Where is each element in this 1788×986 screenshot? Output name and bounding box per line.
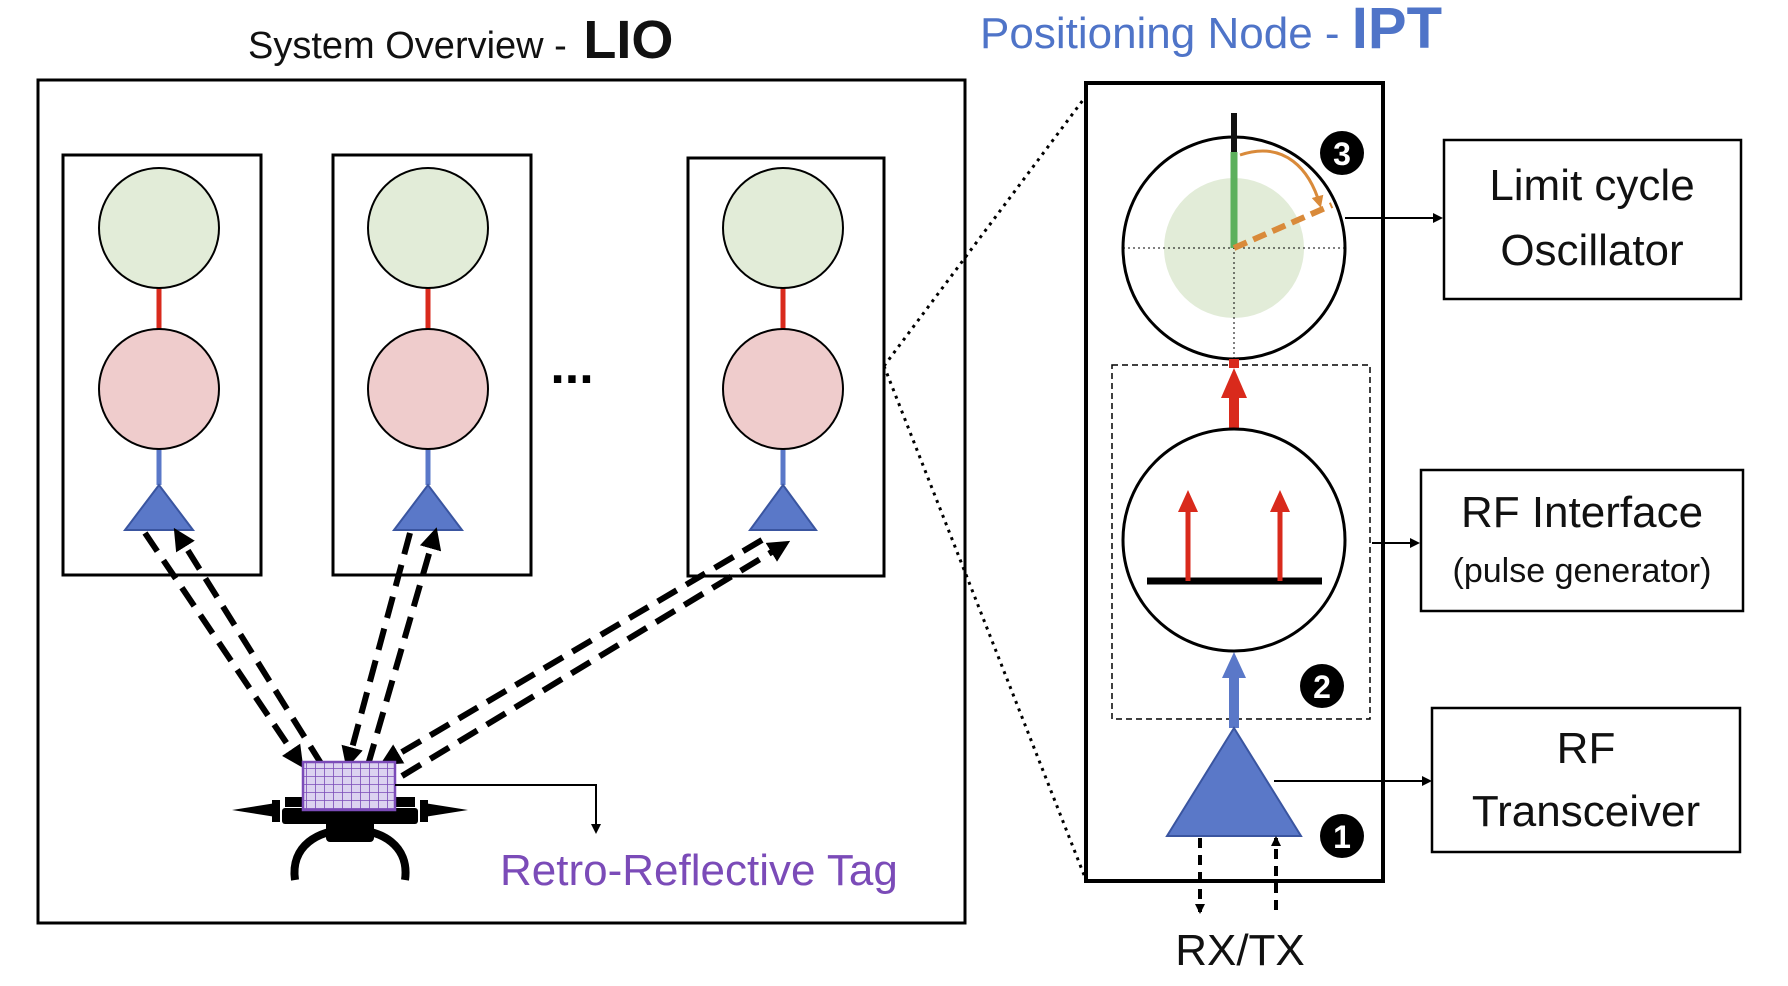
interface-circle	[367, 328, 489, 450]
positioning-node-name: IPT	[1352, 0, 1442, 61]
oscillator-circle	[722, 167, 844, 289]
svg-text:System Overview - LIO: System Overview - LIO	[248, 10, 673, 70]
signal-links	[142, 527, 791, 779]
zoom-line-bottom	[882, 365, 1088, 881]
positioning-node-title: Positioning Node - IPT	[980, 0, 1442, 61]
oscillator-circle	[98, 167, 220, 289]
svg-text:2: 2	[1313, 669, 1331, 705]
ellipsis: ...	[550, 337, 593, 395]
pulse-generator	[1121, 427, 1347, 653]
step-badge-2: 2	[1300, 664, 1344, 708]
system-overview-prefix: System Overview -	[248, 25, 577, 67]
antenna-triangle	[122, 483, 196, 531]
svg-text:3: 3	[1333, 136, 1351, 172]
svg-text:Positioning Node - IPT: Positioning Node - IPT	[980, 0, 1442, 61]
positioning-node-prefix: Positioning Node -	[980, 9, 1352, 58]
system-overview-title: System Overview - LIO	[248, 10, 673, 70]
oscillator-circle	[367, 167, 489, 289]
oscillator-label-box: Limit cycle Oscillator	[1442, 138, 1743, 301]
rf-transceiver-label-box: RF Transceiver	[1430, 706, 1742, 854]
zoom-line-top	[882, 95, 1088, 367]
interface-circle	[98, 328, 220, 450]
rf-transceiver-triangle	[1165, 726, 1303, 837]
antenna-triangle	[391, 483, 465, 531]
system-overview-name: LIO	[583, 10, 673, 70]
system-overview-frame	[36, 78, 967, 925]
svg-text:RF: RF	[1557, 724, 1616, 773]
positioning-node-frame	[1084, 81, 1385, 883]
positioning-node-2	[331, 153, 533, 577]
node-module-frame	[331, 153, 533, 577]
svg-text:Oscillator: Oscillator	[1500, 226, 1683, 275]
rx-tx-label: RX/TX	[1175, 926, 1305, 975]
svg-text:Limit cycle: Limit cycle	[1489, 161, 1694, 210]
phase-advance-arc	[1239, 149, 1324, 208]
antenna-triangle	[748, 483, 818, 531]
phase-advance-vector	[1232, 202, 1334, 251]
svg-text:(pulse generator): (pulse generator)	[1453, 552, 1712, 590]
svg-text:Transceiver: Transceiver	[1472, 787, 1700, 836]
limit-cycle-oscillator	[1121, 113, 1347, 361]
svg-text:1: 1	[1333, 819, 1351, 855]
svg-text:RF Interface: RF Interface	[1461, 488, 1703, 537]
interface-to-oscillator-link	[1221, 359, 1247, 433]
step-badge-1: 1	[1320, 814, 1364, 858]
step-badge-3: 3	[1320, 131, 1364, 175]
transceiver-to-interface-link	[1222, 652, 1246, 728]
tag-callout-arrow	[395, 784, 601, 834]
rf-interface-label-box: RF Interface (pulse generator)	[1419, 468, 1745, 613]
tag-label: Retro-Reflective Tag	[500, 846, 898, 895]
node-module-frame	[61, 153, 263, 577]
positioning-node-3	[686, 156, 886, 578]
positioning-node-1	[61, 153, 263, 577]
interface-circle	[722, 328, 844, 450]
rf-interface-region	[1111, 364, 1371, 720]
retro-reflective-tag	[301, 760, 397, 812]
